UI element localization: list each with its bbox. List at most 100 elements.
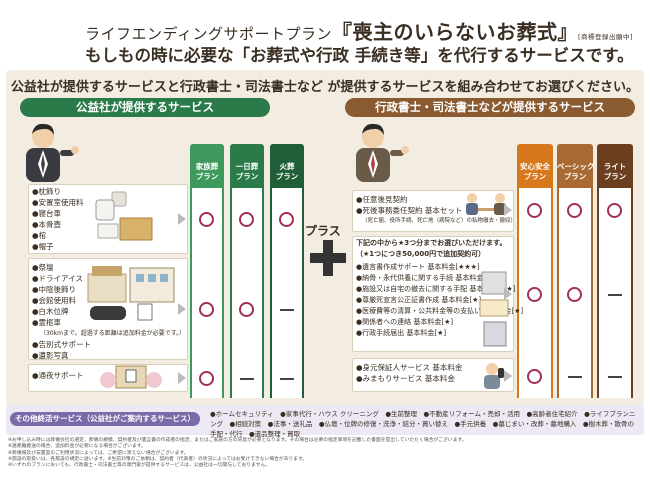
altar-illustration xyxy=(100,365,162,389)
list-item: ●中陰後飾り xyxy=(32,285,77,294)
mark-circle-icon xyxy=(199,212,214,227)
mark-circle-icon xyxy=(199,371,214,386)
list-item: ●ドライアイス xyxy=(32,274,83,283)
title-prefix: ライフエンディングサポートプラン xyxy=(85,25,332,43)
plan-label: 家族葬 プラン xyxy=(195,162,219,181)
consultation-illustration xyxy=(466,193,506,215)
mark-circle-icon xyxy=(527,203,542,218)
plan-label: 火葬 プラン xyxy=(275,162,299,181)
plan-label: 安心安全 プラン xyxy=(520,162,550,181)
plan-header-safety: 安心安全 プラン xyxy=(517,144,553,188)
trademark-note: [商標登録出願中] xyxy=(577,33,634,41)
funeral-hall-illustration xyxy=(87,266,175,321)
list-item: ●納骨・永代供養に関する手続 基本料金[★★] xyxy=(356,274,502,282)
mark-circle-icon xyxy=(239,212,254,227)
list-item: ●会館使用料 xyxy=(32,296,77,305)
left-group-2-list: ●祭壇 ●ドライアイス ●中陰後飾り ●会館使用料 ●白木位牌 ●霊柩車 （30… xyxy=(32,262,185,361)
list-subheader: （★1つにつき50,000円で追加契約可） xyxy=(356,250,486,258)
list-item: ●安置室使用料 xyxy=(32,198,84,207)
arrow-icon xyxy=(178,303,186,315)
plan-header-oneday: 一日葬 プラン xyxy=(230,144,264,188)
list-item: ●通夜サポート xyxy=(32,371,84,380)
arrow-icon xyxy=(504,370,512,382)
mark-circle-icon xyxy=(199,302,214,317)
list-header: 下記の中から★3つ分までお選びいただけます。 xyxy=(356,239,507,247)
plus-label: プラス xyxy=(305,224,341,238)
arrow-icon xyxy=(178,213,186,225)
staff-person-icon xyxy=(26,123,79,182)
list-item: ●関係者への連絡 基本料金[★] xyxy=(356,318,454,326)
right-group-3-list: ●身元保証人サービス 基本料金 ●みまもりサービス 基本料金 xyxy=(356,362,462,384)
list-item: ●棺 xyxy=(32,231,47,240)
mark-dash-icon xyxy=(240,378,254,380)
footnotes: ※お申し込み時には葬儀会社の選定、葬儀の規模、契約者及び遺言書の作成者の指定、ま… xyxy=(8,438,644,469)
plan-label: ライト プラン xyxy=(603,162,627,181)
plan-column-basic xyxy=(557,188,593,398)
left-group-1-list: ●枕飾り ●安置室使用料 ●寝台車 ●本骨壺 ●棺 ●帽子 xyxy=(32,186,84,252)
list-item: ●みまもりサービス 基本料金 xyxy=(356,374,455,383)
right-group-1 xyxy=(352,190,514,232)
list-note: （死亡届、役所手続、死亡地（病院など）の私物撤去・撤収） xyxy=(362,218,517,224)
mark-circle-icon xyxy=(567,203,582,218)
mark-circle-icon xyxy=(279,212,294,227)
other-services-title: その他終活サービス（公益社がご案内するサービス） xyxy=(10,412,200,426)
mark-circle-icon xyxy=(527,369,542,384)
plan-header-cremation: 火葬 プラン xyxy=(270,144,304,188)
page-subtitle: もしもの時に必要な「お葬式や行政 手続き等」を代行するサービスです。 xyxy=(85,46,634,65)
plan-column-light xyxy=(597,188,633,398)
page-title: ライフエンディングサポートプラン『喪主のいらないお葬式』[商標登録出願中] xyxy=(85,16,633,45)
list-item: ●帽子 xyxy=(32,242,54,251)
plan-header-family: 家族葬 プラン xyxy=(190,144,224,188)
footnote: ※遠距離搬送の場合、追加料金が必要になる場合がございます。 xyxy=(8,444,146,450)
left-group-3-list: ●通夜サポート xyxy=(32,370,84,381)
mark-dash-icon xyxy=(280,309,294,311)
footnote: ※お申し込み時には葬儀会社の選定、葬儀の規模、契約者及び遺言書の作成者の指定、ま… xyxy=(8,438,467,443)
mark-circle-icon xyxy=(567,287,582,302)
documents-illustration xyxy=(479,271,509,347)
phone-support-illustration xyxy=(484,363,504,389)
list-item: ●任意後見契約 xyxy=(356,195,408,204)
plus-icon xyxy=(310,240,346,276)
mark-dash-icon xyxy=(608,376,622,378)
advisor-person-icon xyxy=(356,123,409,182)
right-group-2-list: 下記の中から★3つ分までお選びいただけます。 （★1つにつき50,000円で追加… xyxy=(356,238,523,339)
list-item: ●寝台車 xyxy=(32,209,62,218)
plan-label: ベーシック プラン xyxy=(557,162,595,181)
list-item: ●尊厳死宣言公正証書作成 基本料金[★] xyxy=(356,296,482,304)
title-main: 『喪主のいらないお葬式』 xyxy=(331,20,578,44)
plan-header-light: ライト プラン xyxy=(597,144,633,188)
list-item: ●遺影写真 xyxy=(32,351,69,360)
arrow-icon xyxy=(504,288,512,300)
list-item: ●身元保証人サービス 基本料金 xyxy=(356,363,463,372)
list-item: ●行政手続届出 基本料金[★] xyxy=(356,329,447,337)
footnote: ※葬儀場及び安置室のご利用状況によっては、ご希望に添えない場合がございます。 xyxy=(8,450,189,456)
other-services-list: ●ホームセキュリティ ●家事代行・ハウス クリーニング ●生前整理 ●不動産リフ… xyxy=(210,410,636,438)
mark-dash-icon xyxy=(568,376,582,378)
mark-circle-icon xyxy=(239,302,254,317)
urn-and-coffin-illustration xyxy=(95,191,153,241)
plan-header-basic: ベーシック プラン xyxy=(557,144,595,188)
list-item: ●枕飾り xyxy=(32,187,62,196)
list-item: ●本骨壺 xyxy=(32,220,62,229)
arrow-icon xyxy=(504,204,512,216)
list-item: ●施設又は自宅の撤去に関する手配 基本料金[★★] xyxy=(356,285,516,293)
mark-circle-icon xyxy=(527,287,542,302)
footnote: ※施設の取扱いは、各施設の規定に従います。※生前対策のご依頼は、契約者（代表者）… xyxy=(8,456,308,462)
mark-circle-icon xyxy=(607,203,622,218)
list-item: ●遺言書作成サポート 基本料金[★★★] xyxy=(356,263,480,271)
list-item: ●医療費等の清算・公共料金等の支払い 基本料金[★] xyxy=(356,307,524,315)
mark-dash-icon xyxy=(280,378,294,380)
left-section-title: 公益社が提供するサービス xyxy=(20,98,270,117)
plan-label: 一日葬 プラン xyxy=(235,162,259,181)
mark-dash-icon xyxy=(608,294,622,296)
list-item: ●告別式サポート xyxy=(32,340,92,349)
list-item: ●祭壇 xyxy=(32,263,54,272)
footnote: ※いずれのプランにおいても、行政書士・司法書士等の専門家が提供するサービスは、公… xyxy=(8,463,271,469)
list-note: （30kmまで。超過する距離は追加料金が必要です。） xyxy=(40,330,186,337)
list-item: ●霊柩車 xyxy=(32,318,62,327)
right-group-1-list: ●任意後見契約 ●死後事務委任契約 基本セット （死亡届、役所手続、死亡地（病院… xyxy=(356,194,516,227)
list-item: ●死後事務委任契約 基本セット xyxy=(356,206,463,215)
arrow-icon xyxy=(178,372,186,384)
intro-text: 公益社が提供するサービスと行政書士・司法書士など が提供するサービスを組み合わせ… xyxy=(10,80,640,95)
list-item: ●白木位牌 xyxy=(32,307,69,316)
